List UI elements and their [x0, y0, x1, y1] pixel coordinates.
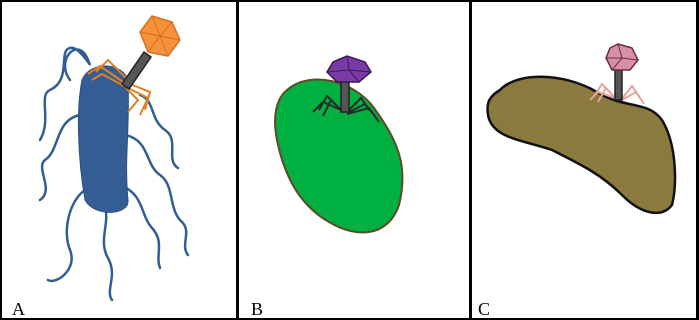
panel-c-illustration [472, 0, 696, 320]
panel-label-b: B [251, 300, 263, 318]
panel-c: C [472, 0, 696, 320]
phage-tail-b [341, 82, 349, 112]
phage-tail-c [615, 70, 622, 100]
panel-a: A [0, 0, 236, 320]
panel-b: B [239, 0, 469, 320]
phage-head-b [327, 56, 371, 82]
bacterium-c [488, 77, 675, 213]
panel-label-c: C [478, 300, 490, 318]
panel-b-illustration [239, 0, 469, 320]
phage-tail-a [122, 52, 151, 89]
phage-head-c [606, 44, 638, 70]
bacterium-b [275, 80, 403, 233]
panel-a-illustration [0, 0, 236, 320]
bacterium-a [78, 66, 128, 212]
phage-head-a [140, 16, 180, 56]
panel-label-a: A [12, 300, 25, 318]
